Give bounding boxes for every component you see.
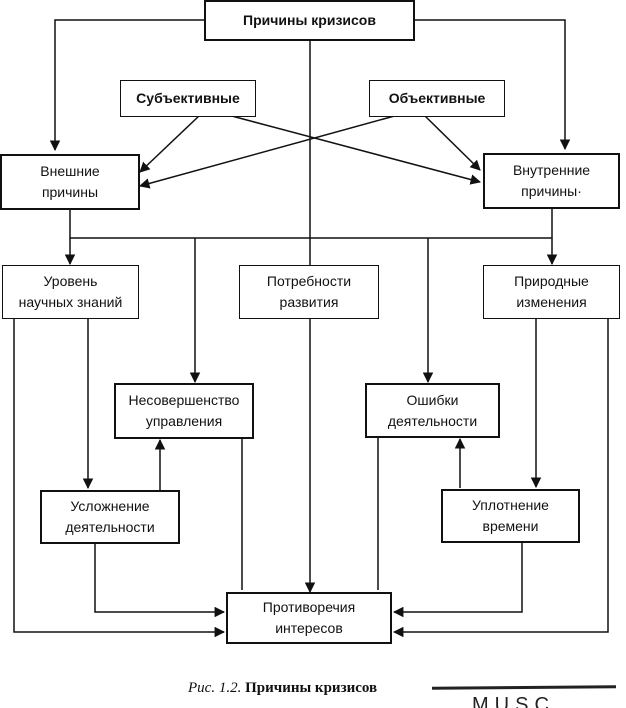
node-crisis-causes: Причины кризисов — [204, 0, 415, 41]
node-knowledge-level: Уровень научных знаний — [2, 265, 139, 319]
node-external-causes: Внешние причины — [0, 154, 140, 210]
arrow-knowledge-to-contradictions — [13, 318, 226, 638]
node-management-imperfection: Несовершенство управления — [114, 383, 254, 439]
arrow-complication-to-contradictions — [94, 543, 226, 618]
node-development-needs: Потребности развития — [239, 265, 379, 319]
node-subjective: Субъективные — [120, 80, 256, 117]
arrow-subjective-to-internal — [227, 114, 482, 185]
scan-artifact-text: MUSC — [472, 694, 555, 708]
arrow-root-to-internal — [415, 19, 571, 151]
figure-title: Причины кризисов — [245, 680, 378, 696]
node-time-compression: Уплотнение времени — [441, 489, 580, 543]
distribution-bus — [69, 208, 553, 239]
figure-caption: Рис. 1.2. Причины кризисов — [188, 680, 377, 697]
node-activity-errors: Ошибки деятельности — [365, 383, 500, 438]
arrow-objective-to-internal — [423, 114, 481, 171]
node-natural-changes: Природные изменения — [483, 265, 620, 319]
arrow-nature-to-contradictions — [392, 318, 609, 638]
arrow-subjective-to-external — [139, 114, 201, 173]
node-interest-contradictions: Противоречия интересов — [226, 592, 392, 644]
arrow-root-to-external — [49, 19, 204, 152]
arrow-time-to-contradictions — [392, 542, 523, 618]
node-internal-causes: Внутренние причины· — [483, 153, 620, 209]
node-activity-complication: Усложнение деятельности — [40, 490, 180, 544]
figure-number: Рис. 1.2. — [188, 680, 242, 696]
arrow-objective-to-external — [138, 114, 399, 189]
node-objective: Объективные — [369, 80, 505, 117]
